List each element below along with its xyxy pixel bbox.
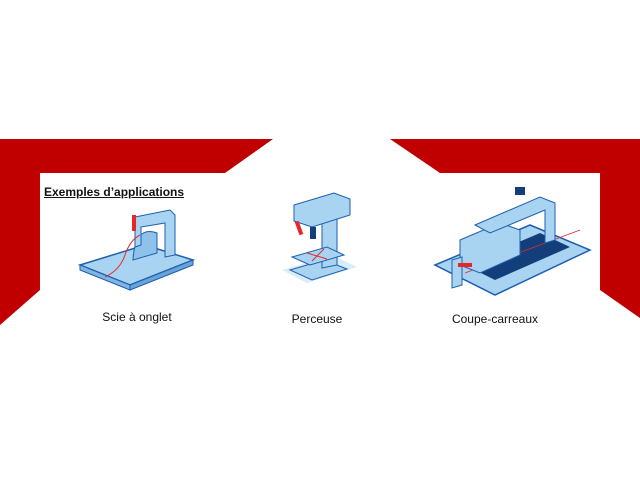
section-title: Exemples d’applications (44, 185, 185, 199)
item-label-miter-saw: Scie à onglet (102, 310, 172, 324)
item-label-drill-press: Perceuse (291, 312, 343, 326)
miter-saw-icon (77, 209, 196, 291)
tile-cutter-icon (433, 187, 592, 296)
drill-press-icon (282, 192, 357, 283)
item-label-tile-cutter: Coupe-carreaux (451, 312, 539, 326)
